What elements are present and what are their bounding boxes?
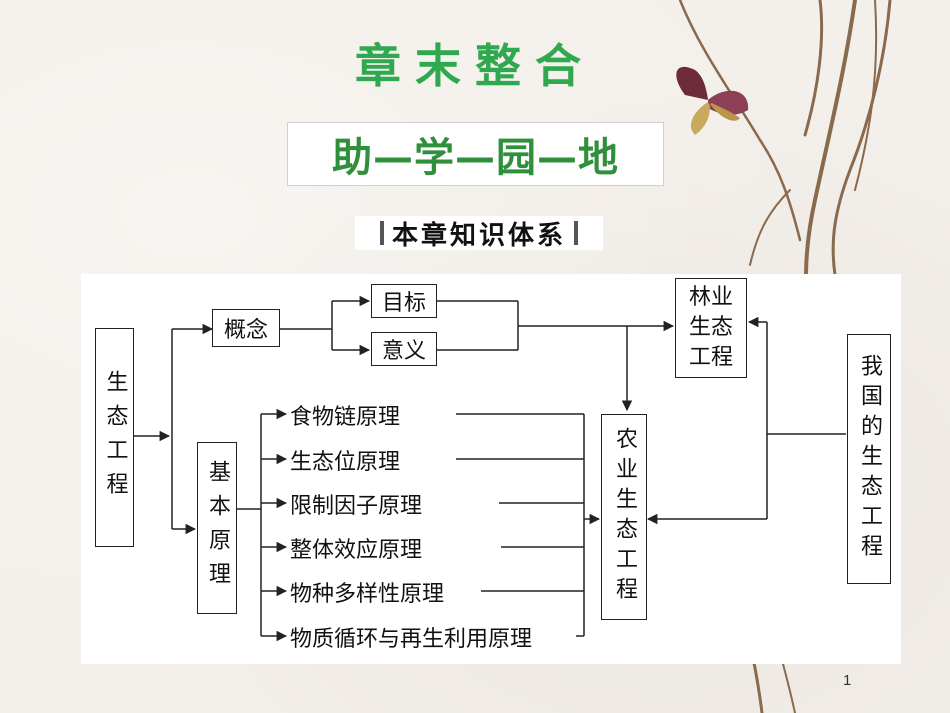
node-goal: 目标	[371, 284, 437, 318]
node-significance: 意义	[371, 332, 437, 366]
node-china-eco-engineering: 我国的生态工程	[847, 334, 891, 584]
slide-title: 章末整合	[355, 39, 595, 93]
butterfly-icon	[676, 66, 749, 135]
node-agricultural-eco-engineering: 农业生态工程	[601, 414, 647, 620]
principle-item: 生态位原理	[290, 450, 401, 475]
subtitle-text: 助—学—园—地	[332, 135, 619, 181]
principle-item: 整体效应原理	[290, 538, 423, 563]
connector-lines	[134, 295, 846, 642]
principle-item: 食物链原理	[290, 405, 401, 430]
node-forestry-eco-engineering: 林业 生态 工程	[675, 278, 747, 378]
node-basic-principles: 基本原理	[197, 442, 237, 614]
page-number: 1	[843, 672, 852, 689]
principle-item: 物种多样性原理	[290, 582, 445, 607]
subtitle-banner: 助—学—园—地	[287, 122, 664, 186]
bar-icon	[379, 221, 384, 245]
section-label-text: 本章知识体系	[391, 220, 566, 251]
node-ecological-engineering: 生态工程	[95, 328, 134, 547]
principle-item: 物质循环与再生利用原理	[290, 627, 533, 652]
node-concept: 概念	[212, 309, 280, 347]
bar-icon	[574, 221, 578, 245]
section-label: 本章知识体系	[355, 216, 603, 251]
knowledge-diagram: 生态工程 概念 目标 意义 基本原理 食物链原理 生态位原理 限制因子原理 整体…	[81, 274, 901, 664]
principle-item: 限制因子原理	[290, 494, 423, 519]
